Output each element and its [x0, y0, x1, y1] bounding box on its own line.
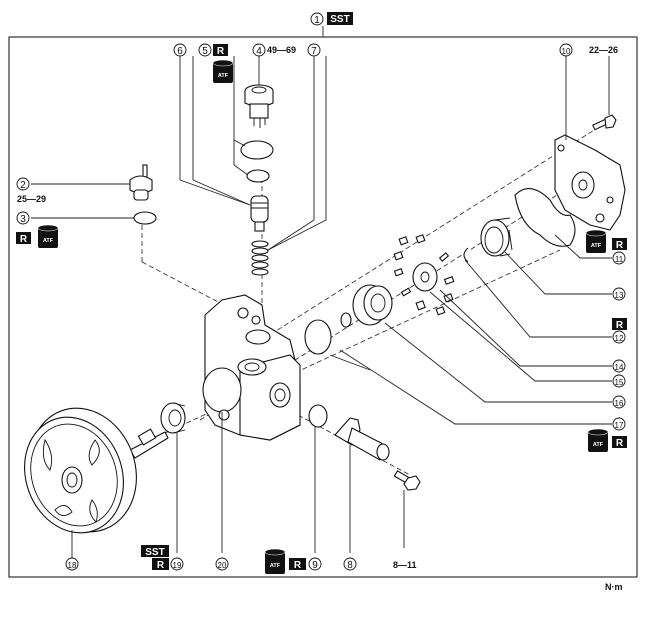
svg-text:6: 6	[177, 46, 183, 57]
callout-8: 8	[343, 557, 357, 571]
callout-6: 6	[173, 43, 187, 57]
torque-2: 25—29	[17, 194, 46, 204]
atf-icon: ATF	[212, 59, 234, 83]
replace-badge	[152, 558, 169, 570]
part-6-control-valve	[250, 195, 269, 232]
part-4-connector-plug	[244, 84, 274, 128]
replace-badge	[16, 232, 31, 244]
svg-text:20: 20	[218, 561, 227, 570]
part-10-rear-cover	[554, 134, 626, 231]
svg-text:SST: SST	[145, 547, 164, 558]
callout-18: 18	[65, 557, 79, 571]
part-12-snap-ring	[463, 247, 469, 263]
callout-16: 16	[612, 395, 626, 409]
callout-number: 1	[314, 15, 320, 26]
part-15-rotor	[412, 262, 438, 292]
svg-text:7: 7	[311, 46, 317, 57]
leader-6b	[179, 179, 251, 206]
callout-5: 5 R ATF	[198, 43, 234, 83]
part-8-suction-pipe	[334, 417, 390, 461]
svg-text:5: 5	[202, 46, 208, 57]
callout-2: 2 25—29	[16, 177, 46, 204]
svg-text:19: 19	[173, 561, 182, 570]
part-18-pulley	[24, 407, 169, 534]
part-16-side-plate	[352, 284, 393, 326]
atf-icon: ATF	[585, 229, 607, 253]
callout-3: 3 R ATF	[16, 211, 59, 248]
callout-14: 14	[612, 359, 626, 373]
unit-label: N·m	[605, 582, 623, 592]
callout-7: 7	[307, 43, 321, 57]
svg-text:11: 11	[615, 255, 624, 264]
callout-19: SST R 19	[141, 545, 184, 571]
part-bolt-10	[592, 114, 617, 131]
svg-text:12: 12	[615, 334, 624, 343]
callout-17: 17 ATF R	[587, 417, 627, 452]
svg-text:ATF: ATF	[270, 563, 281, 569]
torque-4: 49—69	[267, 45, 296, 55]
svg-text:R: R	[616, 438, 624, 449]
replace-badge	[612, 238, 627, 250]
svg-text:9: 9	[312, 560, 318, 571]
svg-text:ATF: ATF	[591, 243, 602, 249]
callout-12: R 12	[612, 318, 627, 344]
sst-badge	[327, 12, 353, 25]
part-5-o-ring-small	[246, 169, 270, 183]
svg-text:17: 17	[615, 421, 624, 430]
svg-text:16: 16	[615, 399, 624, 408]
svg-text:R: R	[616, 240, 624, 251]
callout-1: 1 SST	[310, 12, 353, 26]
svg-text:2: 2	[20, 180, 26, 191]
part-11-gasket	[514, 188, 576, 247]
callout-4: 4 49—69	[252, 43, 296, 57]
svg-text:ATF: ATF	[218, 73, 229, 79]
part-13-cam-ring	[480, 217, 513, 257]
svg-text:ATF: ATF	[593, 442, 604, 448]
part-5-o-ring-large	[240, 140, 274, 160]
part-3-o-ring	[133, 211, 157, 225]
replace-badge	[289, 558, 306, 570]
callout-10: 10	[559, 43, 573, 57]
leader-lines	[31, 56, 612, 558]
svg-text:14: 14	[615, 363, 624, 372]
atf-icon: ATF	[264, 548, 286, 574]
callout-11: ATF R 11	[585, 229, 627, 265]
svg-text:ATF: ATF	[43, 238, 54, 244]
replace-badge	[612, 436, 627, 448]
svg-text:R: R	[616, 320, 624, 331]
leader-7	[267, 56, 315, 251]
callout-20: 20	[215, 557, 229, 571]
part-9-o-ring	[308, 404, 328, 428]
callout-15: 15	[612, 374, 626, 388]
svg-text:15: 15	[615, 378, 624, 387]
torque-10: 22—26	[589, 45, 618, 55]
svg-text:R: R	[157, 560, 165, 571]
svg-text:R: R	[20, 234, 28, 245]
svg-text:3: 3	[20, 214, 26, 225]
callout-13: 13	[612, 287, 626, 301]
sst-badge-text: SST	[330, 14, 349, 25]
torque-8: 8—11	[393, 560, 417, 570]
svg-text:4: 4	[256, 46, 262, 57]
part-19-oil-seal	[160, 402, 186, 434]
svg-text:R: R	[217, 46, 225, 57]
atf-icon: ATF	[587, 428, 609, 452]
part-20-pump-body	[202, 294, 301, 441]
part-17-o-ring-small	[340, 312, 352, 328]
part-2-pressure-switch	[129, 164, 153, 201]
sst-badge	[141, 545, 169, 557]
callout-9: ATF R 9	[264, 548, 322, 574]
svg-text:R: R	[294, 560, 302, 571]
svg-text:13: 13	[615, 291, 624, 300]
svg-text:18: 18	[68, 561, 77, 570]
part-7-spring	[251, 240, 269, 276]
part-17-o-ring-large	[304, 319, 332, 355]
svg-text:10: 10	[562, 47, 571, 56]
svg-text:8: 8	[347, 560, 353, 571]
atf-icon: ATF	[37, 224, 59, 248]
replace-badge	[612, 318, 627, 330]
part-bolt-8	[393, 470, 421, 491]
replace-badge	[213, 44, 228, 56]
